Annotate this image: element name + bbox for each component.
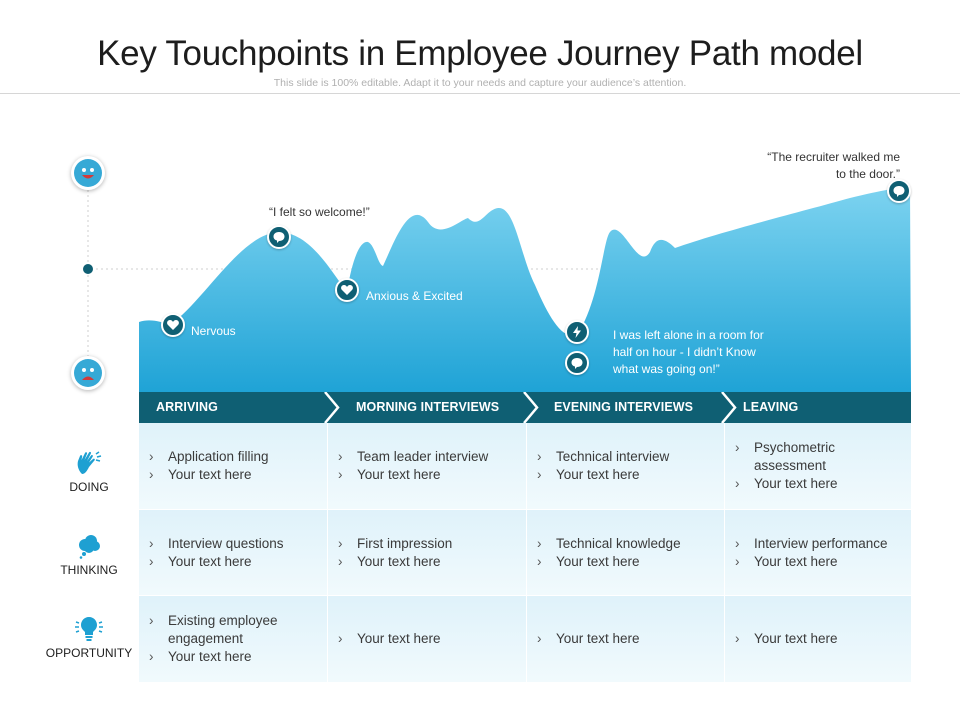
grid-cell-doing-4: Psychometric assessmentYour text here [725, 423, 911, 509]
page-title: Key Touchpoints in Employee Journey Path… [97, 34, 863, 73]
list-item: Your text here [537, 630, 716, 648]
row-label-doing: DOING [30, 450, 148, 494]
list-item: Interview questions [149, 535, 319, 553]
chat-bubble-marker-icon [565, 351, 589, 375]
grid-cell-opportunity-4: Your text here [725, 596, 911, 682]
row-label-text: THINKING [60, 563, 118, 577]
grid-cell-thinking-3: Technical knowledgeYour text here [527, 510, 724, 595]
grid-cell-thinking-2: First impressionYour text here [328, 510, 526, 595]
row-label-text: DOING [69, 480, 109, 494]
happy-face-icon [71, 156, 105, 190]
chat-bubble-marker-icon [267, 225, 291, 249]
list-item: Your text here [537, 553, 716, 571]
grid-cell-opportunity-3: Your text here [527, 596, 724, 682]
heart-marker-icon [161, 313, 185, 337]
grid-cell-opportunity-2: Your text here [328, 596, 526, 682]
journey-grid: Application fillingYour text hereTeam le… [139, 423, 911, 682]
row-label-opportunity: OPPORTUNITY [30, 614, 148, 660]
emotion-label-welcome: “I felt so welcome!” [269, 205, 370, 219]
list-item: Your text here [149, 553, 319, 571]
list-item: Psychometric assessment [735, 439, 903, 475]
list-item: Your text here [338, 553, 518, 571]
list-item: Technical knowledge [537, 535, 716, 553]
stage-morning-interviews: MORNING INTERVIEWS [356, 400, 500, 414]
chevron-right-icon [324, 392, 340, 423]
stage-leaving: LEAVING [743, 400, 799, 414]
emotion-wave-area [139, 186, 911, 392]
stage-arriving: ARRIVING [156, 400, 218, 414]
heart-marker-icon [335, 278, 359, 302]
chevron-right-icon [721, 392, 737, 423]
grid-cell-doing-3: Technical interviewYour text here [527, 423, 724, 509]
sad-face-icon [71, 356, 105, 390]
lightning-marker-icon [565, 320, 589, 344]
page-subtitle: This slide is 100% editable. Adapt it to… [273, 77, 687, 89]
list-item: Your text here [149, 466, 319, 484]
grid-cell-thinking-1: Interview questionsYour text here [139, 510, 327, 595]
list-item: Your text here [735, 553, 903, 571]
grid-cell-thinking-4: Interview performanceYour text here [725, 510, 911, 595]
list-item: Existing employee engagement [149, 612, 319, 648]
list-item: Team leader interview [338, 448, 518, 466]
list-item: Your text here [537, 466, 716, 484]
list-item: Your text here [735, 475, 903, 493]
list-item: Your text here [338, 466, 518, 484]
list-item: Interview performance [735, 535, 903, 553]
list-item: First impression [338, 535, 518, 553]
emotion-wave-chart [83, 186, 911, 392]
grid-cell-doing-1: Application fillingYour text here [139, 423, 327, 509]
stage-header-bar: ARRIVING MORNING INTERVIEWS EVENING INTE… [139, 392, 911, 423]
lightbulb-icon [75, 617, 103, 641]
neutral-dot [83, 264, 93, 274]
emotion-label-recruiter: “The recruiter walked me to the door.” [767, 150, 900, 181]
chat-bubble-marker-icon [887, 179, 911, 203]
grid-cell-doing-2: Team leader interviewYour text here [328, 423, 526, 509]
list-item: Your text here [338, 630, 518, 648]
row-label-text: OPPORTUNITY [45, 646, 133, 660]
waving-hand-icon [77, 451, 102, 474]
list-item: Technical interview [537, 448, 716, 466]
thought-cloud-icon [79, 535, 100, 559]
emotion-label-nervous: Nervous [191, 324, 236, 338]
list-item: Your text here [735, 630, 903, 648]
list-item: Application filling [149, 448, 319, 466]
emotion-label-anxious: Anxious & Excited [366, 289, 463, 303]
list-item: Your text here [149, 648, 319, 666]
row-label-thinking: THINKING [30, 533, 148, 577]
grid-cell-opportunity-1: Existing employee engagementYour text he… [139, 596, 327, 682]
emotion-label-alone: I was left alone in a room for half on h… [613, 328, 764, 376]
stage-evening-interviews: EVENING INTERVIEWS [554, 400, 694, 414]
chevron-right-icon [523, 392, 539, 423]
header-divider [0, 93, 960, 94]
